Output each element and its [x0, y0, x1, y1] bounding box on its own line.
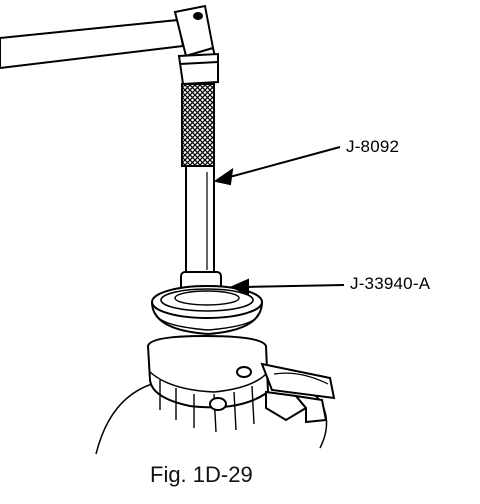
handle-j8092: [181, 83, 215, 275]
clutch-pulley: [151, 285, 263, 336]
label-j33940a: J-33940-A: [350, 274, 431, 293]
figure-caption: Fig. 1D-29: [150, 462, 253, 487]
callout-arrows: [213, 146, 345, 296]
ratchet-handle: [0, 4, 220, 86]
label-j8092: J-8092: [346, 137, 400, 156]
compressor-body: [95, 334, 336, 455]
